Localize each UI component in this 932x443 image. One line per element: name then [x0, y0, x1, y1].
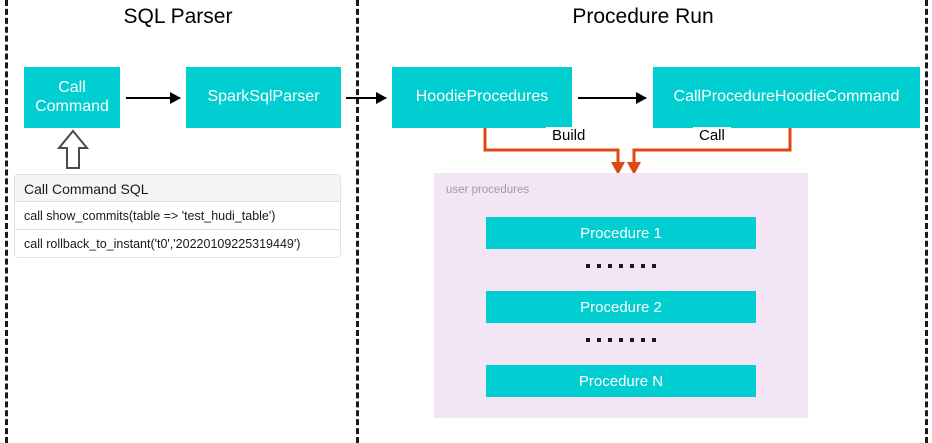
- node-call-command-line1: Call: [58, 79, 86, 97]
- divider-right: [925, 0, 928, 443]
- procedure-separator-dots-1: [486, 251, 756, 281]
- section-title-procedure-run: Procedure Run: [572, 5, 714, 28]
- procedure-separator-dots-2: [486, 325, 756, 355]
- user-procedures-panel: user procedures Procedure 1 Procedure 2 …: [434, 173, 808, 418]
- procedure-box-1[interactable]: Procedure 1: [486, 217, 756, 249]
- sql-panel-row-0[interactable]: call show_commits(table => 'test_hudi_ta…: [14, 202, 341, 230]
- node-call-command-label: Call Command: [35, 79, 109, 116]
- sql-panel-header: Call Command SQL: [14, 174, 341, 202]
- connector-label-call: Call: [693, 127, 731, 144]
- node-call-procedure-hoodie-command[interactable]: CallProcedureHoodieCommand: [653, 67, 920, 128]
- arrow-call-command-to-spark-sql-parser-icon: [126, 92, 181, 104]
- divider-middle: [356, 0, 359, 443]
- arrow-hoodie-procedures-to-call-procedure-command-icon: [578, 92, 647, 104]
- procedure-box-n[interactable]: Procedure N: [486, 365, 756, 397]
- node-call-command-line2: Command: [35, 97, 109, 115]
- procedure-box-2[interactable]: Procedure 2: [486, 291, 756, 323]
- node-spark-sql-parser[interactable]: SparkSqlParser: [186, 67, 341, 128]
- sql-panel-row-1[interactable]: call rollback_to_instant('t0','202201092…: [14, 230, 341, 258]
- call-command-sql-panel: Call Command SQL call show_commits(table…: [14, 174, 341, 258]
- divider-left: [5, 0, 8, 443]
- arrow-spark-sql-parser-to-hoodie-procedures-icon: [346, 92, 387, 104]
- section-title-sql-parser: SQL Parser: [123, 5, 233, 28]
- node-call-command[interactable]: Call Command: [24, 67, 120, 128]
- hollow-up-arrow-icon: [57, 129, 89, 169]
- connector-label-build: Build: [546, 127, 592, 144]
- node-hoodie-procedures[interactable]: HoodieProcedures: [392, 67, 572, 128]
- user-procedures-caption: user procedures: [446, 184, 530, 196]
